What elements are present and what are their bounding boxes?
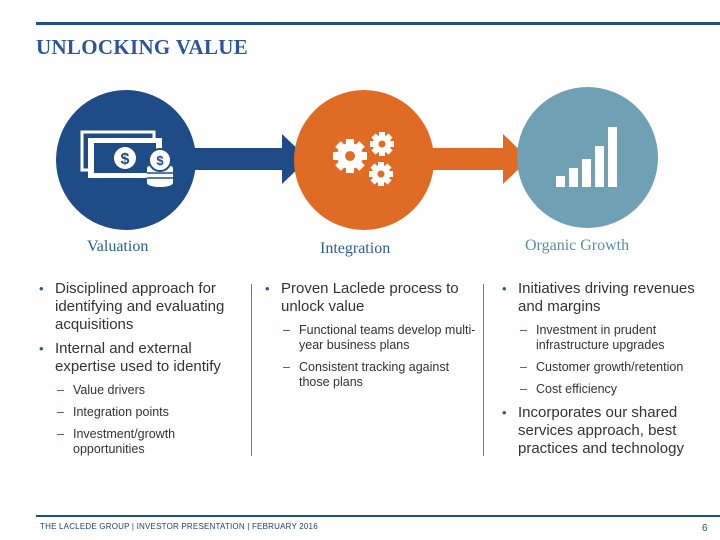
sub-bullet-item: Value drivers bbox=[55, 383, 246, 398]
valuation-circle: $ $ bbox=[56, 90, 196, 230]
sub-bullet-item: Investment in prudent infrastructure upg… bbox=[518, 323, 711, 353]
bullet-item: Internal and external expertise used to … bbox=[36, 340, 246, 457]
bullet-item: Initiatives driving revenues and margins… bbox=[499, 280, 711, 397]
sub-bullet-item: Functional teams develop multi-year busi… bbox=[281, 323, 477, 353]
bullet-text: Initiatives driving revenues and margins bbox=[518, 280, 695, 315]
footer-rule bbox=[36, 515, 720, 517]
bullet-item: Disciplined approach for identifying and… bbox=[36, 280, 246, 334]
footer-text: THE LACLEDE GROUP | INVESTOR PRESENTATIO… bbox=[40, 522, 318, 531]
svg-text:$: $ bbox=[156, 153, 164, 168]
arrow-right-icon bbox=[190, 134, 308, 184]
bullet-text: Internal and external expertise used to … bbox=[55, 340, 221, 375]
bullet-text: Incorporates our shared services approac… bbox=[518, 404, 684, 457]
bullet-text: Disciplined approach for identifying and… bbox=[55, 280, 225, 333]
stage-label-valuation: Valuation bbox=[87, 238, 149, 255]
sub-bullet-item: Consistent tracking against those plans bbox=[281, 360, 477, 390]
valuation-column: Disciplined approach for identifying and… bbox=[36, 280, 246, 464]
bullet-item: Incorporates our shared services approac… bbox=[499, 404, 711, 458]
integration-column: Proven Laclede process to unlock value F… bbox=[262, 280, 477, 397]
sub-bullet-item: Integration points bbox=[55, 405, 246, 420]
page-number: 6 bbox=[702, 523, 708, 534]
sub-bullet-item: Investment/growth opportunities bbox=[55, 427, 246, 457]
organic-growth-circle bbox=[517, 87, 658, 228]
bullet-text: Proven Laclede process to unlock value bbox=[281, 280, 459, 315]
arrow-right-icon bbox=[425, 134, 529, 184]
sub-bullet-item: Cost efficiency bbox=[518, 382, 711, 397]
svg-text:$: $ bbox=[121, 151, 130, 168]
sub-bullet-item: Customer growth/retention bbox=[518, 360, 711, 375]
bar-growth-icon bbox=[556, 127, 617, 187]
slide-title: UNLOCKING VALUE bbox=[36, 35, 249, 59]
money-icon: $ $ bbox=[80, 130, 173, 187]
top-rule bbox=[36, 22, 720, 25]
gears-icon bbox=[333, 132, 394, 186]
column-divider bbox=[251, 284, 252, 456]
organic-growth-column: Initiatives driving revenues and margins… bbox=[499, 280, 711, 464]
bullet-item: Proven Laclede process to unlock value F… bbox=[262, 280, 477, 390]
stage-label-organic-growth: Organic Growth bbox=[525, 237, 630, 254]
stage-label-integration: Integration bbox=[320, 240, 391, 257]
column-divider bbox=[483, 284, 484, 456]
integration-circle bbox=[294, 90, 434, 230]
